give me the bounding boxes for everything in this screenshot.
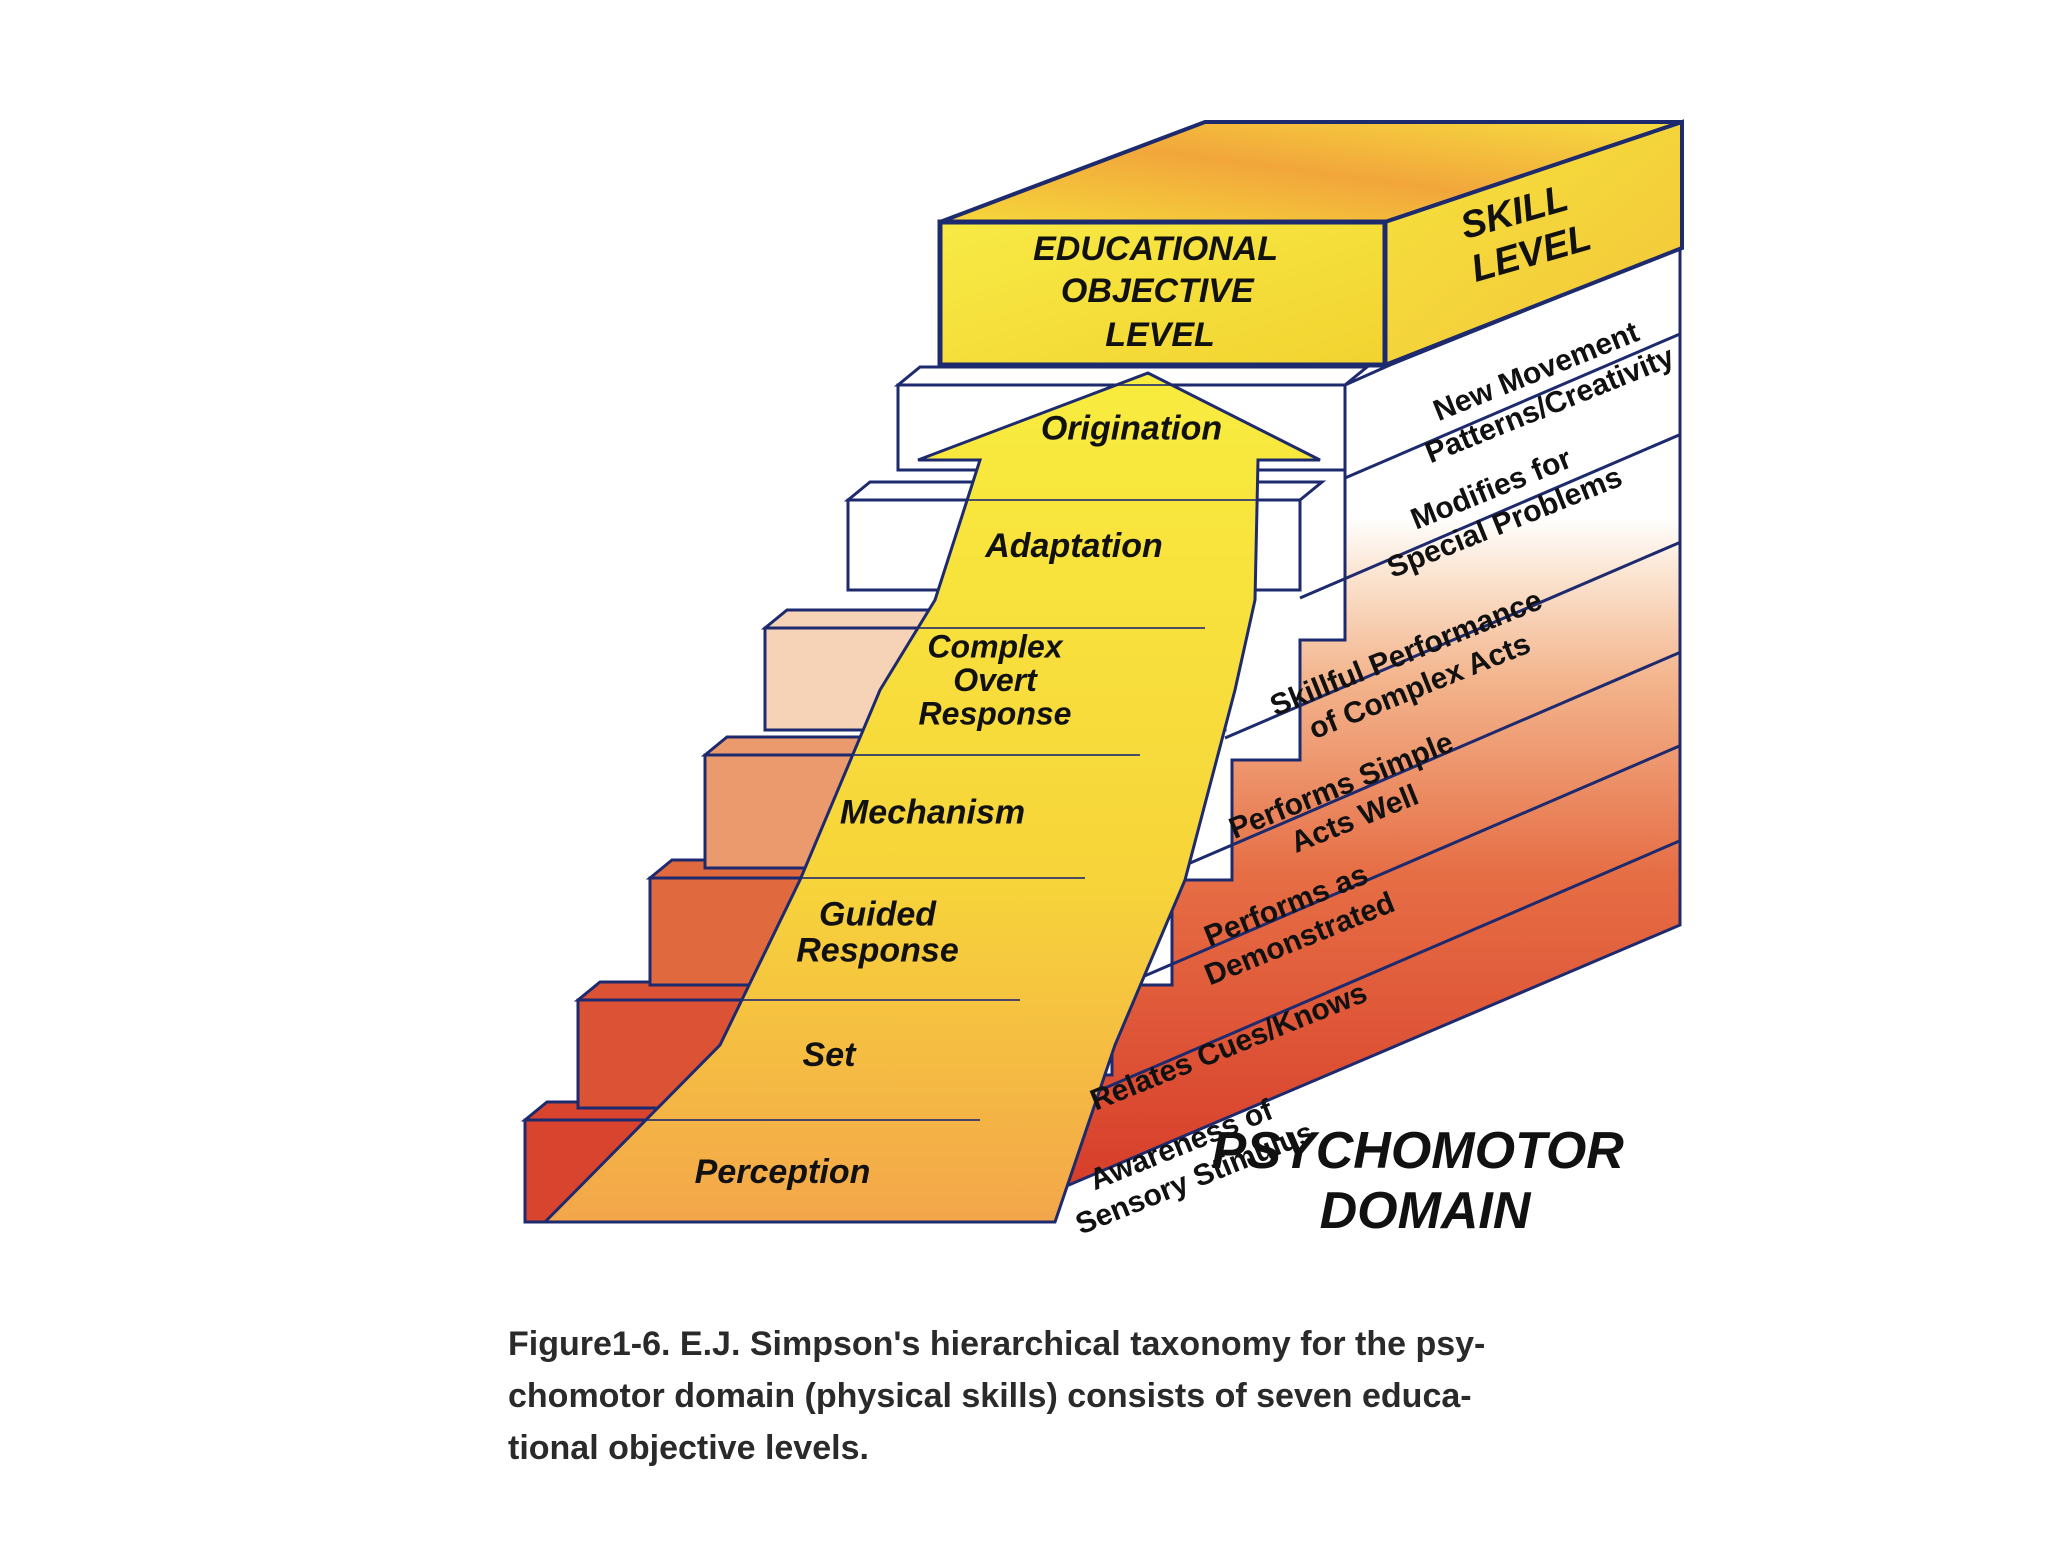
objective-label-3-line-1: Guided <box>819 896 937 934</box>
objective-label-5-line-3: Response <box>919 696 1072 732</box>
header-front-face <box>937 219 1388 368</box>
objective-label-2-line-1: Set <box>803 1036 858 1074</box>
objective-label-1-line-1: Perception <box>695 1153 871 1191</box>
caption-line-1: Figure1-6. E.J. Simpson's hierarchical t… <box>508 1325 1486 1363</box>
caption-line-3: tional objective levels. <box>508 1429 869 1467</box>
skill-level-dividers <box>1039 332 1681 1118</box>
objective-label-5-line-2: Overt <box>953 662 1038 698</box>
objective-label-6-line-1: Adaptation <box>984 527 1163 565</box>
skill-divider-3 <box>1159 651 1681 878</box>
skill-divider-2 <box>1104 744 1681 995</box>
objective-label-1: Perception <box>695 1153 871 1191</box>
arrow-step-lines <box>555 384 1325 1121</box>
objective-label-4: Mechanism <box>840 794 1025 832</box>
figure-caption: Figure1-6. E.J. Simpson's hierarchical t… <box>508 1318 1738 1474</box>
progression-arrow <box>541 371 1321 1224</box>
objective-heading-line-1: EDUCATIONAL <box>1033 230 1277 268</box>
objective-heading: EDUCATIONAL OBJECTIVE LEVEL <box>1033 230 1287 354</box>
domain-title-line-2: DOMAIN <box>1320 1182 1532 1240</box>
objective-label-5-line-1: Complex <box>927 628 1063 664</box>
objective-label-6: Adaptation <box>984 527 1163 565</box>
skill-divider-1 <box>1039 839 1681 1118</box>
skill-divider-4 <box>1224 540 1681 740</box>
skill-divider-6 <box>1344 332 1681 480</box>
objective-label-3-line-2: Response <box>796 931 959 969</box>
objective-label-2: Set <box>803 1036 858 1074</box>
objective-label-7-line-1: Origination <box>1041 410 1222 448</box>
domain-title: PSYCHOMOTOR DOMAIN <box>1212 1122 1639 1240</box>
skill-divider-5 <box>1299 433 1681 600</box>
header-block: EDUCATIONAL OBJECTIVE LEVEL SKILL LEVEL <box>937 119 1684 368</box>
caption-line-2: chomotor domain (physical skills) consis… <box>508 1377 1472 1415</box>
objective-label-4-line-1: Mechanism <box>840 794 1025 832</box>
objective-heading-line-2: OBJECTIVE <box>1061 272 1255 310</box>
domain-title-line-1: PSYCHOMOTOR <box>1212 1122 1625 1180</box>
objective-heading-line-3: LEVEL <box>1105 316 1215 354</box>
objective-label-7: Origination <box>1041 410 1222 448</box>
